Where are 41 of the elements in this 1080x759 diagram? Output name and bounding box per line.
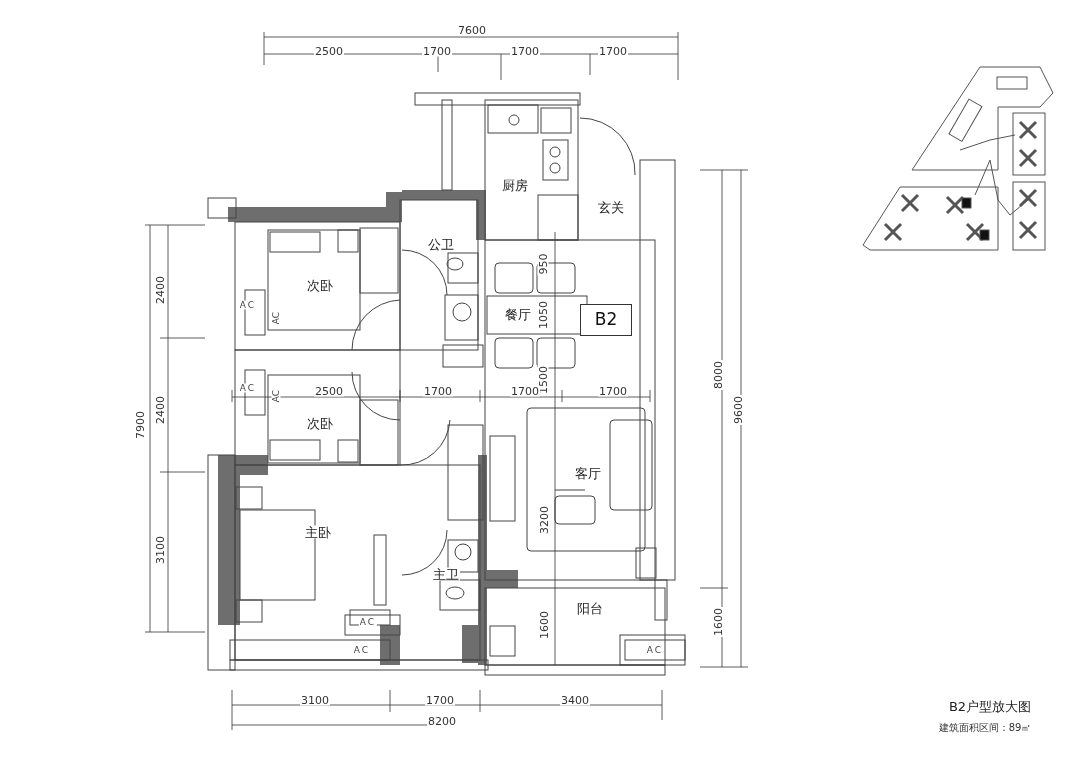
- dimension-label: 1700: [422, 45, 452, 57]
- dimension-label: 3100: [154, 535, 166, 565]
- dimension-label: 1700: [598, 385, 628, 397]
- room-label: 公卫: [427, 237, 455, 251]
- ac-label: AC: [271, 310, 281, 326]
- dimension-label: 3400: [560, 694, 590, 706]
- dimension-label: 1700: [598, 45, 628, 57]
- room-label: 玄关: [597, 200, 625, 214]
- room-label: 厨房: [501, 178, 529, 192]
- dimension-label: 8000: [712, 360, 724, 390]
- room-label: 客厅: [574, 466, 602, 480]
- room-label: 餐厅: [504, 307, 532, 321]
- dimension-label: 1700: [510, 45, 540, 57]
- dimension-label: 1700: [423, 385, 453, 397]
- dimension-label: 3200: [538, 505, 550, 535]
- ac-label: AC: [358, 617, 378, 627]
- dimension-label: 2500: [314, 385, 344, 397]
- dimension-label: 2400: [154, 395, 166, 425]
- dimension-label: 2500: [314, 45, 344, 57]
- dimension-label: 2400: [154, 275, 166, 305]
- dimension-label: 1600: [538, 610, 550, 640]
- dimension-label: 1500: [537, 365, 549, 395]
- room-label: 次卧: [306, 278, 334, 292]
- dimension-label: 9600: [732, 395, 744, 425]
- plan-type-box: B2: [580, 304, 632, 336]
- dimension-label: 1700: [510, 385, 540, 397]
- dimension-label: 1050: [537, 300, 549, 330]
- dimension-label: 3100: [300, 694, 330, 706]
- room-label: 主卧: [304, 525, 332, 539]
- dimension-label: 950: [537, 252, 549, 276]
- room-label: 次卧: [306, 416, 334, 430]
- dimension-label: 7900: [134, 410, 146, 440]
- dimension-label: 8200: [427, 715, 457, 727]
- plan-title: B2户型放大图: [947, 699, 1033, 713]
- dimension-label: 1700: [425, 694, 455, 706]
- ac-label: AC: [271, 388, 281, 404]
- dimension-label: 1600: [712, 607, 724, 637]
- area-note: 建筑面积区间：89㎡: [937, 723, 1033, 733]
- dimension-label: 7600: [457, 24, 487, 36]
- room-label: 主卫: [432, 567, 460, 581]
- room-label: 阳台: [576, 601, 604, 615]
